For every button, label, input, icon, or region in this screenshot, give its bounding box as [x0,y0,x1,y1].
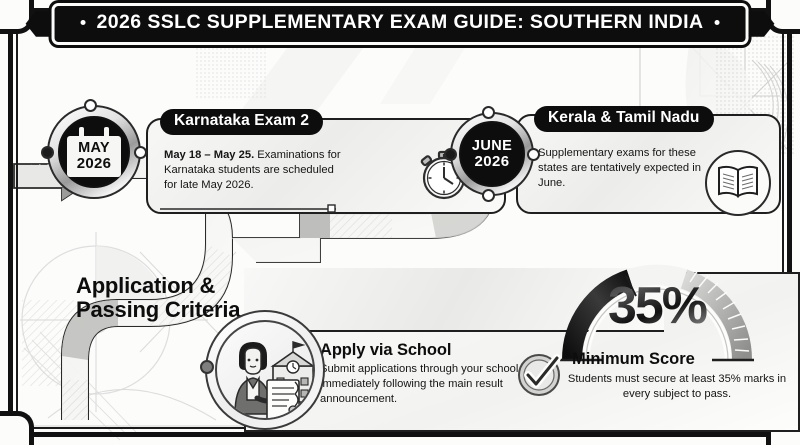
card-kerala-body: Supplementary exams for these states are… [538,147,701,189]
calendar-ring-left [79,127,84,140]
node-pip-june-left [444,148,457,161]
card-kerala-tamilnadu[interactable]: Kerala & Tamil Nadu Supplementary exams … [516,106,781,216]
timeline-node-june: JUNE 2026 [444,106,540,202]
check-circle-icon [518,354,561,396]
apply-heading: Apply via School [320,341,452,359]
gauge-value: 35% [552,280,762,332]
banner-tail-left [25,10,52,37]
node-pip-june-top [482,106,495,119]
node-pip-june-right [527,148,540,161]
page-title: 2026 SSLC SUPPLEMENTARY EXAM GUIDE: SOUT… [51,3,749,45]
minimum-score-body: Students must secure at least 35% marks … [567,373,787,400]
score-gauge: 35% [552,256,762,368]
minimum-score-heading: Minimum Score [572,350,695,368]
calendar-ring-right [104,127,109,140]
panel-title: Application & Passing Criteria [76,273,241,323]
timeline-node-may: MAY 2026 [41,99,147,199]
card-karnataka-body: May 18 – May 25. Examinations for Karnat… [164,148,349,193]
node-pip-may-right [134,146,147,159]
panel-title-line1: Application & [76,273,216,298]
panel-title-line2: Passing Criteria [76,297,241,323]
node-core-may: MAY 2026 [58,116,130,188]
student-illustration [234,341,313,418]
card-kerala-title: Kerala & Tamil Nadu [534,106,714,132]
open-book-icon [705,150,771,216]
title-bullet-left [80,20,86,26]
node-year-may: 2026 [76,154,112,172]
node-month-may: MAY [78,140,110,157]
student-circle-pip [200,360,214,374]
title-bullet-right [714,20,720,26]
student-icon-inner [215,320,315,420]
corner-notch-top-left [0,0,34,34]
card-karnataka-lead: May 18 – May 25. [164,149,255,161]
card-karnataka-footer-rule [160,204,336,213]
node-month-june: JUNE [471,137,513,154]
calendar-icon: MAY 2026 [67,127,121,177]
calendar-body: MAY 2026 [67,136,121,177]
card-karnataka-title: Karnataka Exam 2 [160,109,324,135]
apply-body: Submit applications through your school … [320,363,519,405]
node-pip-may-top [84,99,97,112]
node-core-june: JUNE 2026 [459,121,525,187]
banner-tail-right [748,10,775,37]
node-pip-june-bottom [482,189,495,202]
page-title-text: 2026 SSLC SUPPLEMENTARY EXAM GUIDE: SOUT… [96,11,704,33]
node-pip-may-left [41,146,54,159]
student-school-icon [200,310,325,430]
gauge-arc [560,264,754,362]
title-banner-group: 2026 SSLC SUPPLEMENTARY EXAM GUIDE: SOUT… [25,3,775,45]
corner-notch-bottom-left [0,411,34,445]
node-year-june: 2026 [474,152,510,170]
